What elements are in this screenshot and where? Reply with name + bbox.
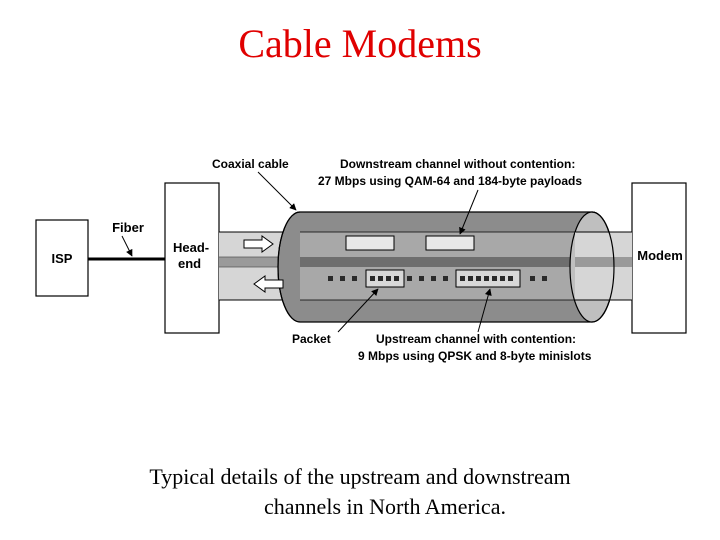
coax-pointer: [257, 171, 297, 211]
upstream-packet: [455, 269, 521, 288]
modem-box: [631, 182, 687, 334]
upstream-arrow: [253, 275, 284, 293]
fiber-label: Fiber: [112, 220, 144, 235]
headend-box: [164, 182, 220, 334]
fiber-pointer: [121, 235, 133, 257]
modem-label: Modem: [637, 248, 683, 263]
headend-label-1: Head-: [173, 240, 209, 255]
isp-label: ISP: [52, 251, 73, 266]
packet-pointer: [337, 288, 379, 333]
upstream-minislots: [328, 276, 547, 281]
downstream-payload: [345, 235, 395, 251]
upstream-label-2: 9 Mbps using QPSK and 8-byte minislots: [358, 349, 592, 363]
upstream-pointer: [477, 288, 492, 333]
upstream-packet: [365, 269, 405, 288]
upstream-label-1: Upstream channel with contention:: [376, 332, 576, 346]
downstream-arrow: [243, 235, 274, 253]
slide-caption: Typical details of the upstream and down…: [120, 462, 600, 522]
headend-label-2: end: [178, 256, 201, 271]
slide-title: Cable Modems: [238, 21, 482, 66]
packet-label: Packet: [292, 332, 331, 346]
caption-line-1: Typical details of the upstream and down…: [149, 464, 571, 489]
downstream-payload: [425, 235, 475, 251]
downstream-label-2: 27 Mbps using QAM-64 and 184-byte payloa…: [318, 174, 582, 188]
isp-box: [35, 219, 89, 297]
downstream-pointer: [459, 189, 479, 235]
coax-label: Coaxial cable: [212, 157, 289, 171]
caption-line-2: channels in North America.: [264, 494, 506, 519]
downstream-label-1: Downstream channel without contention:: [340, 157, 575, 171]
